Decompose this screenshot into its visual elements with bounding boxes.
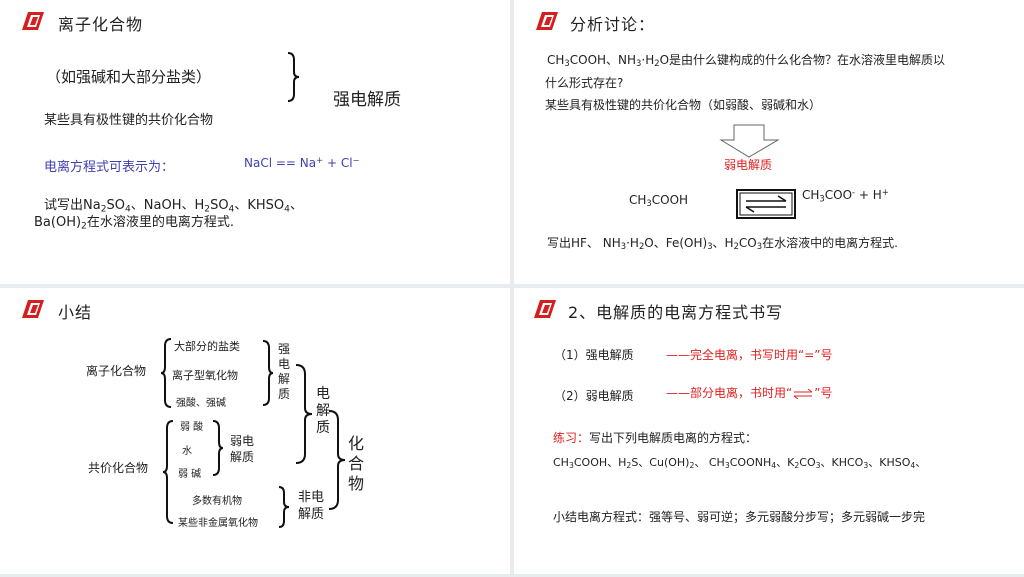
slide-logo-icon bbox=[22, 12, 44, 30]
weak-electrolyte-label: 弱电 解质 bbox=[230, 434, 255, 464]
weak-electrolyte-row-label: （2）弱电解质 bbox=[554, 389, 634, 403]
ionic-examples: （如强碱和大部分盐类） bbox=[46, 68, 212, 86]
strong-electrolyte-row-label: （1）强电解质 bbox=[554, 348, 634, 362]
acetate-ions: CH3COO- + H+ bbox=[802, 187, 889, 204]
right-brace-icon bbox=[287, 52, 300, 102]
polar-covalent-text: 某些具有极性键的共价化合物 bbox=[44, 113, 214, 128]
down-arrow-icon bbox=[719, 124, 780, 158]
compound-label: 化合物 bbox=[348, 434, 365, 493]
exercise-line-1: 试写出Na2SO4、NaOH、H2SO4、KHSO4、 bbox=[44, 198, 303, 215]
equation-label: 电离方程式可表示为： bbox=[44, 160, 175, 175]
ionic-item-salts: 大部分的盐类 bbox=[174, 340, 240, 353]
left-brace-icon bbox=[160, 338, 172, 408]
weak-electrolyte-note: ——部分电离，书时用“”号 bbox=[666, 386, 833, 400]
covalent-item-water: 水 bbox=[182, 446, 192, 457]
strong-electrolyte-label: 强电解质 bbox=[333, 90, 401, 110]
panel-title: 小结 bbox=[58, 303, 93, 322]
strong-electrolyte-vertical: 强电解质 bbox=[278, 342, 291, 401]
acetic-acid: CH3COOH bbox=[629, 193, 689, 209]
ionic-item-oxides: 离子型氧化物 bbox=[172, 369, 238, 382]
summary-rule: 小结电离方程式：强等号、弱可逆；多元弱酸分步写；多元弱碱一步完 bbox=[553, 510, 926, 524]
panel-summary: 小结 离子化合物 共价化合物 大部分的盐类 离子型氧化物 强酸、强碱 强电解质 … bbox=[0, 288, 510, 574]
reversible-arrow-icon bbox=[793, 388, 813, 399]
exercise-prompt: 练习：写出下列电解质电离的方程式： bbox=[553, 431, 758, 445]
ionic-compound-label: 离子化合物 bbox=[86, 364, 147, 378]
slide-logo-icon bbox=[22, 300, 44, 318]
slide-logo-icon bbox=[536, 12, 558, 30]
exercise-line-2: Ba(OH)2在水溶液里的电离方程式. bbox=[34, 215, 234, 232]
nacl-equation: NaCl == Na+ + Cl− bbox=[244, 155, 360, 171]
right-brace-icon bbox=[328, 410, 346, 510]
ionic-item-strong: 强酸、强碱 bbox=[176, 398, 226, 409]
write-exercise: 写出HF、 NH3·H2O、Fe(OH)3、H2CO3在水溶液中的电离方程式. bbox=[547, 236, 898, 252]
left-brace-icon bbox=[162, 420, 174, 524]
panel-title: 离子化合物 bbox=[58, 15, 144, 34]
covalent-item-weak-base: 弱 碱 bbox=[178, 469, 202, 480]
non-electrolyte-label: 非电 解质 bbox=[298, 490, 325, 522]
panel-discussion: 分析讨论： CH3COOH、NH3·H2O是由什么键构成的什么化合物？在水溶液里… bbox=[514, 0, 1024, 284]
right-brace-icon bbox=[262, 340, 274, 406]
right-brace-icon bbox=[295, 364, 313, 464]
panel-title: 2、电解质的电离方程式书写 bbox=[568, 303, 784, 322]
exercise-formulas: CH3COOH、H2S、Cu(OH)2、 CH3COONH4、K2CO3、KHC… bbox=[553, 456, 927, 470]
panel-title: 分析讨论： bbox=[570, 15, 656, 34]
covalent-item-nonmetal-oxides: 某些非金属氧化物 bbox=[178, 518, 258, 529]
right-brace-icon bbox=[278, 486, 290, 528]
question-line-1: CH3COOH、NH3·H2O是由什么键构成的什么化合物？在水溶液里电解质以 bbox=[547, 53, 946, 69]
panel-ionization-equations: 2、电解质的电离方程式书写 （1）强电解质 ——完全电离，书写时用“=”号 （2… bbox=[514, 288, 1024, 574]
right-brace-icon bbox=[212, 420, 224, 476]
strong-electrolyte-note: ——完全电离，书写时用“=”号 bbox=[666, 348, 833, 362]
electrolyte-label: 电解质 bbox=[316, 386, 330, 436]
covalent-item-weak-acid: 弱 酸 bbox=[180, 422, 204, 433]
question-line-2: 什么形式存在? bbox=[545, 76, 624, 90]
covalent-compound-label: 共价化合物 bbox=[88, 461, 149, 475]
equilibrium-arrow-icon bbox=[736, 189, 796, 219]
slide-logo-icon bbox=[534, 300, 556, 318]
weak-electrolyte-label: 弱电解质 bbox=[724, 158, 773, 172]
panel-ionic-compounds: 离子化合物 （如强碱和大部分盐类） 强电解质 某些具有极性键的共价化合物 电离方… bbox=[0, 0, 510, 284]
polar-covalent-text: 某些具有极性键的共价化合物（如弱酸、弱碱和水） bbox=[545, 98, 822, 112]
covalent-item-organics: 多数有机物 bbox=[192, 496, 242, 507]
